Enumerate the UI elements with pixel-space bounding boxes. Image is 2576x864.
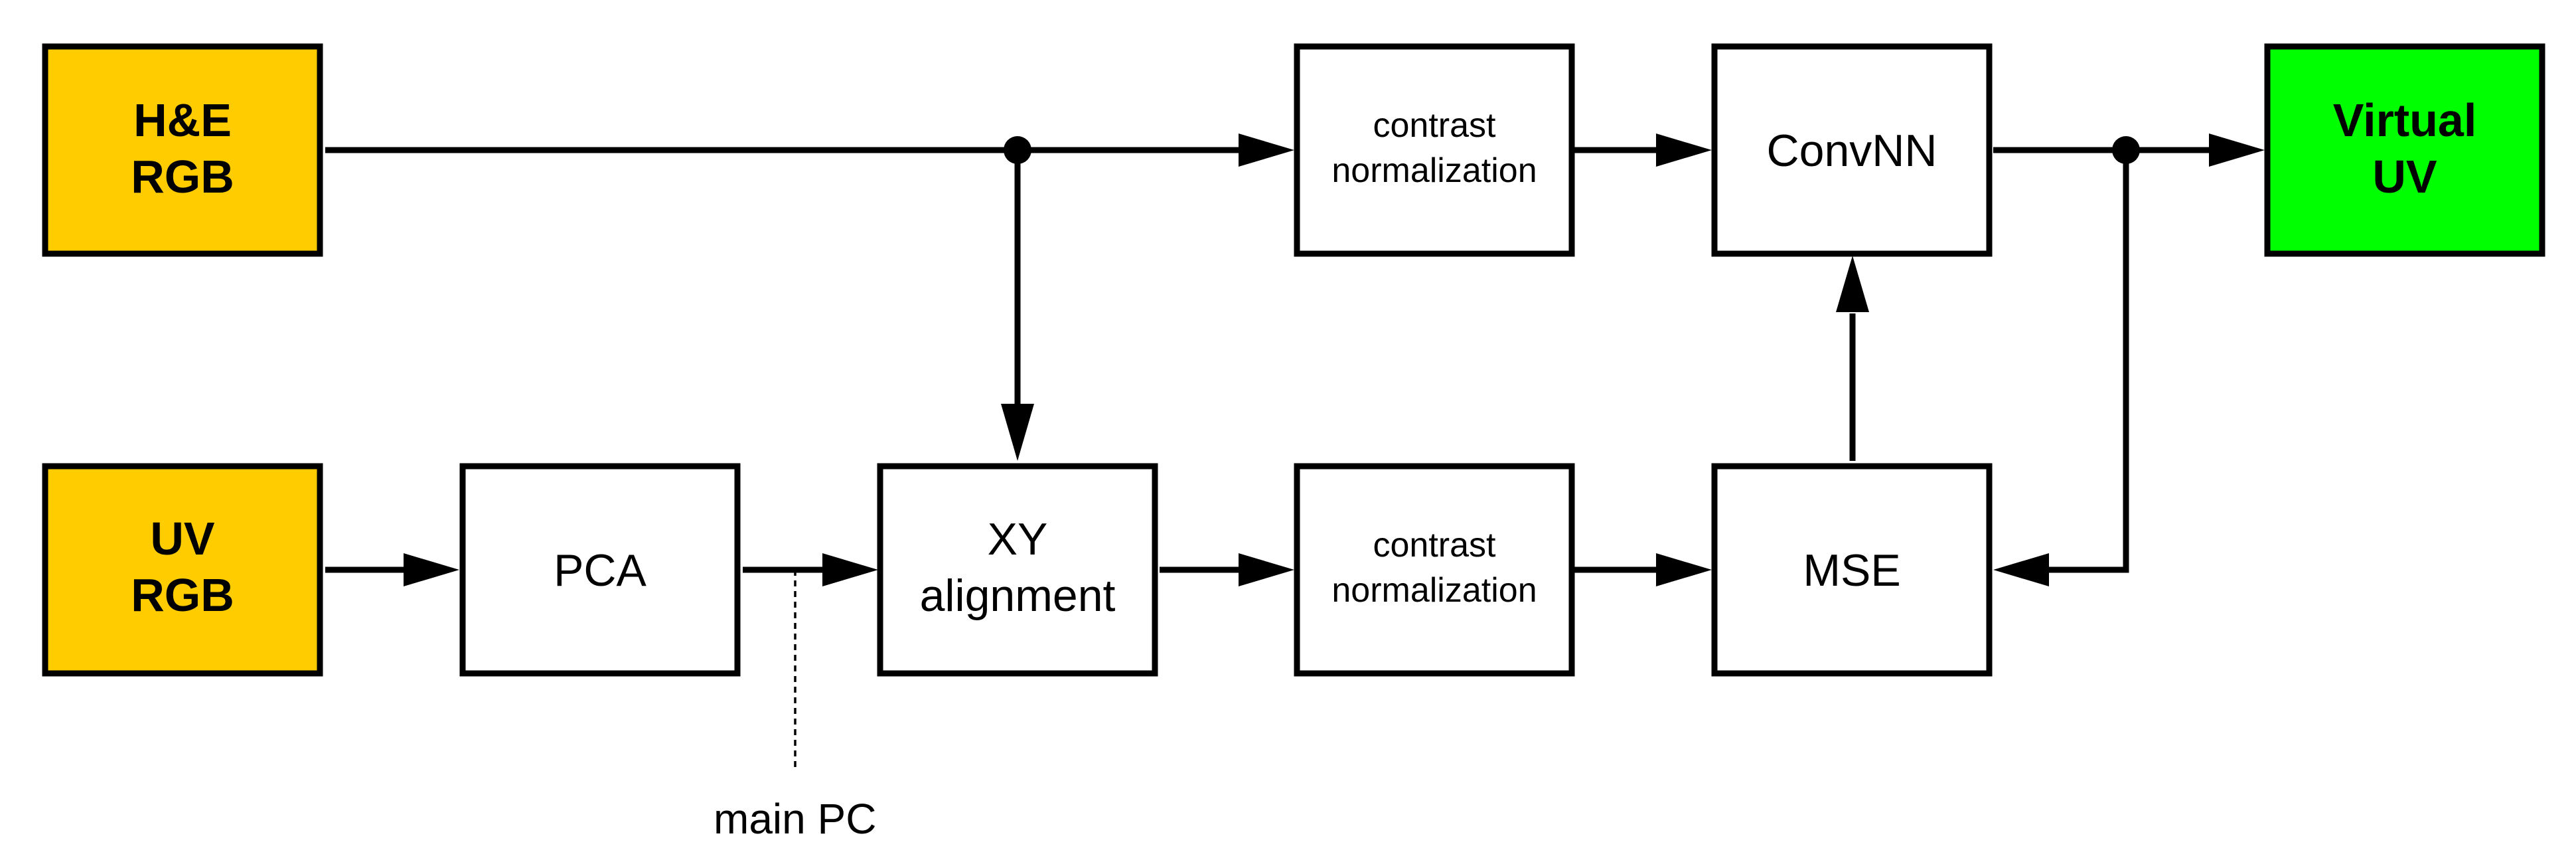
contrast-bottom-label-line1: contrast [1373,526,1497,564]
node-uv-rgb: UV RGB [42,463,323,677]
convnn-box [1711,43,1993,257]
arrowhead-contrast-bottom [1239,553,1294,586]
node-virtual-uv: Virtual UV [2264,43,2545,257]
node-contrast-normalization-bottom: contrast normalization [1294,463,1575,677]
connectors [325,133,2265,772]
uv-rgb-box [42,463,323,677]
virtual-uv-label-line1: Virtual [2333,94,2477,146]
pca-label: PCA [554,545,646,596]
he-rgb-box [42,43,323,257]
arrowhead-mse-left [1656,553,1712,586]
pca-box [459,463,741,677]
he-rgb-label-line1: H&E [133,94,232,146]
edge-output-to-mse [2046,150,2129,573]
xy-alignment-box [877,463,1158,677]
xy-alignment-label-line2: alignment [920,570,1116,621]
node-he-rgb: H&E RGB [42,43,323,257]
he-rgb-label-line2: RGB [131,151,234,203]
arrowhead-convnn-bottom [1836,256,1869,312]
node-pca: PCA [459,463,741,677]
virtual-uv-box [2264,43,2545,257]
mse-box [1711,463,1993,677]
arrowhead-contrast-top [1239,133,1294,167]
node-contrast-normalization-top: contrast normalization [1294,43,1575,257]
arrowhead-virtual-uv [2209,133,2265,167]
node-xy-alignment: XY alignment [877,463,1158,677]
contrast-top-box [1294,43,1575,257]
contrast-top-label-line1: contrast [1373,106,1497,145]
arrowhead-xy-alignment-left [822,553,878,586]
xy-alignment-label-line1: XY [988,514,1048,564]
convnn-label: ConvNN [1767,126,1937,176]
arrowhead-mse-right [1993,553,2049,586]
contrast-top-label-line2: normalization [1331,151,1537,190]
contrast-bottom-label-line2: normalization [1331,571,1537,610]
node-mse: MSE [1711,463,1993,677]
node-convnn: ConvNN [1711,43,1993,257]
virtual-uv-label-line2: UV [2372,151,2437,203]
arrowhead-xy-alignment-top [1001,404,1034,461]
uv-rgb-label-line1: UV [150,513,215,564]
arrowhead-convnn-left [1656,133,1712,167]
mse-label: MSE [1803,545,1900,596]
contrast-bottom-box [1294,463,1575,677]
arrowhead-pca [404,553,459,586]
main-pc-annotation: main PC [714,795,876,843]
uv-rgb-label-line2: RGB [131,569,234,621]
